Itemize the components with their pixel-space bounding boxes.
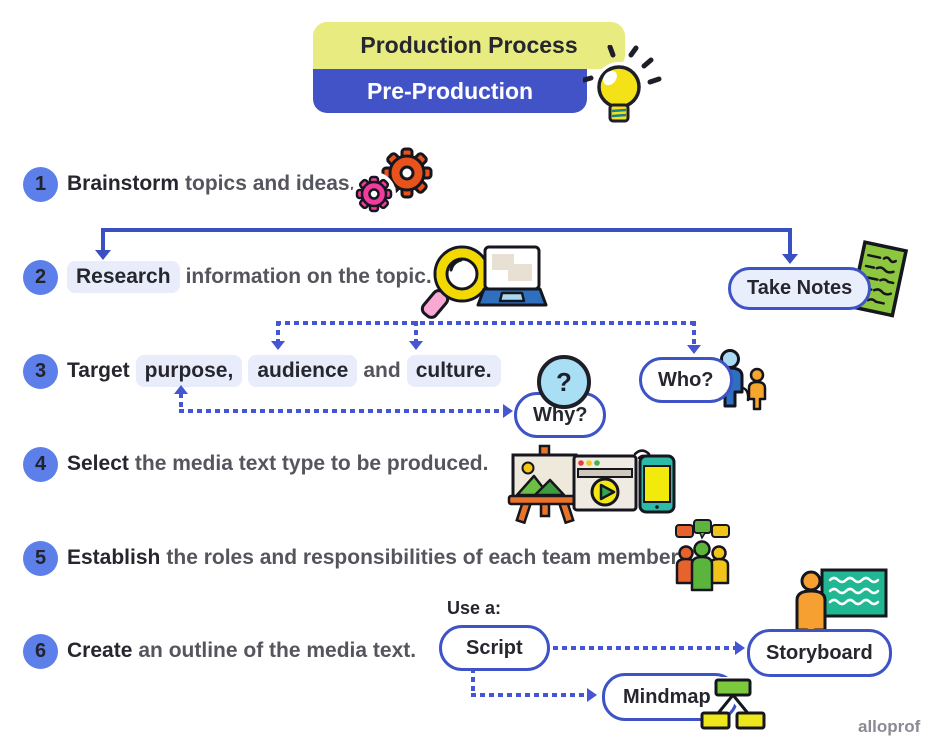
step-3-lead: Target xyxy=(67,359,130,382)
why-connector-line xyxy=(179,409,505,413)
who-connector-line xyxy=(414,321,418,343)
research-takenotes-line xyxy=(788,228,792,256)
title-pre-production: Pre-Production xyxy=(313,69,587,113)
easel-icon xyxy=(507,444,582,524)
step-6-lead: Create xyxy=(67,639,133,662)
step-1-number: 1 xyxy=(23,166,58,202)
who-connector-line xyxy=(692,321,696,347)
laptop-icon xyxy=(476,245,548,307)
team-discussion-icon xyxy=(675,519,730,592)
step-4: 4 Select the media text type to be produ… xyxy=(23,446,488,482)
step-5-lead: Establish xyxy=(67,546,161,569)
media-player-icon xyxy=(572,454,638,512)
arrowhead-into-why xyxy=(503,404,513,418)
step-5: 5 Establish the roles and responsibiliti… xyxy=(23,540,683,576)
step-3-audience-highlight: audience xyxy=(248,355,358,387)
script-storyboard-line xyxy=(553,646,737,650)
step-1-text: topics and ideas. xyxy=(185,172,356,195)
question-mark-icon: ? xyxy=(537,355,591,409)
who-bubble: Who? xyxy=(639,357,733,403)
research-takenotes-line xyxy=(101,228,792,232)
arrowhead-into-take-notes xyxy=(782,254,798,264)
arrowhead-into-purpose xyxy=(174,385,188,394)
gears-icon xyxy=(352,147,433,216)
arrowhead-into-culture xyxy=(409,341,423,350)
step-4-lead: Select xyxy=(67,452,129,475)
arrowhead-into-mindmap xyxy=(587,688,597,702)
step-2-research-highlight: Research xyxy=(67,261,180,293)
phone-icon xyxy=(633,449,676,514)
step-2-number: 2 xyxy=(23,259,58,295)
arrowhead-into-research xyxy=(95,250,111,260)
who-connector-line xyxy=(276,321,696,325)
storyboard-presenter-icon xyxy=(795,568,888,646)
why-bubble: Why? xyxy=(514,392,607,438)
step-6: 6 Create an outline of the media text. xyxy=(23,633,416,669)
title-production-process: Production Process xyxy=(313,22,625,69)
script-mindmap-line xyxy=(471,668,475,697)
step-5-number: 5 xyxy=(23,540,58,576)
script-bubble: Script xyxy=(439,625,550,671)
step-3-culture-highlight: culture. xyxy=(406,355,501,387)
step-2-text: information on the topic. xyxy=(185,265,432,288)
step-3: 3 Target purpose, audience and culture. xyxy=(23,353,507,389)
research-takenotes-line xyxy=(101,228,105,254)
why-connector-line xyxy=(179,393,183,411)
alloprof-watermark: alloprof xyxy=(858,717,921,736)
use-a-label: Use a: xyxy=(447,598,502,618)
arrowhead-into-who xyxy=(687,345,701,354)
step-3-and: and xyxy=(363,359,401,382)
magnifier-icon xyxy=(420,245,491,319)
who-connector-line xyxy=(276,321,280,343)
take-notes-bubble: Take Notes xyxy=(728,267,872,310)
arrowhead-into-audience xyxy=(271,341,285,350)
step-1: 1 Brainstorm topics and ideas. xyxy=(23,166,355,202)
lightbulb-icon xyxy=(583,45,662,127)
step-6-number: 6 xyxy=(23,633,58,669)
step-5-text: the roles and responsibilities of each t… xyxy=(166,546,684,569)
step-3-number: 3 xyxy=(23,353,58,389)
step-4-number: 4 xyxy=(23,446,58,482)
step-6-text: an outline of the media text. xyxy=(138,639,417,662)
step-3-purpose-highlight: purpose, xyxy=(135,355,243,387)
arrowhead-into-storyboard xyxy=(735,641,745,655)
script-mindmap-line xyxy=(471,693,589,697)
step-4-text: the media text type to be produced. xyxy=(134,452,489,475)
mindmap-chart-icon xyxy=(700,677,766,730)
step-2: 2 Research information on the topic. xyxy=(23,259,432,295)
storyboard-bubble: Storyboard xyxy=(747,629,892,677)
step-1-lead: Brainstorm xyxy=(67,172,180,195)
